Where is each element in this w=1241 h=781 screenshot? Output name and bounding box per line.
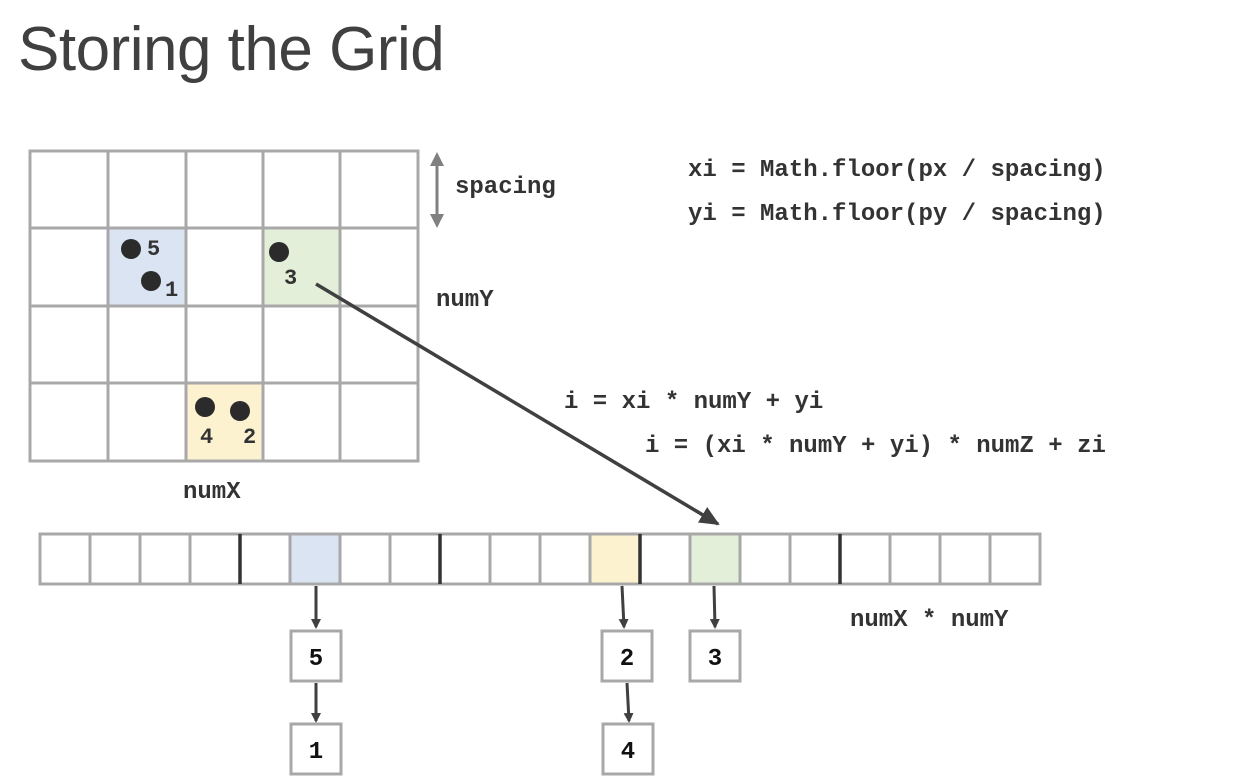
formula-yi: yi = Math.floor(py / spacing) <box>688 201 1106 228</box>
particle-dot <box>230 401 250 421</box>
particle-label-2: 2 <box>243 425 256 450</box>
particle-label-3: 3 <box>284 266 297 291</box>
particle-dot <box>141 271 161 291</box>
list-box-2: 2 <box>600 629 654 683</box>
mapping-arrow <box>315 282 720 526</box>
svg-text:3: 3 <box>708 646 722 673</box>
particle-label-1: 1 <box>165 278 178 303</box>
spacing-label: spacing <box>455 174 556 201</box>
numy-label: numY <box>436 287 494 314</box>
svg-text:4: 4 <box>621 739 635 766</box>
array-cell-yellow <box>590 534 640 584</box>
column-separators <box>238 534 842 584</box>
numx-label: numX <box>183 479 241 506</box>
cell-array <box>38 532 1042 586</box>
particle-label-5: 5 <box>147 237 160 262</box>
grid-cell-green <box>263 228 340 306</box>
list-box-4: 4 <box>601 722 655 776</box>
array-size-label: numX * numY <box>850 607 1009 634</box>
spacing-arrow <box>430 152 444 228</box>
particle-label-4: 4 <box>200 425 213 450</box>
spatial-grid <box>28 149 420 463</box>
formula-index-2d: i = xi * numY + yi <box>564 389 823 416</box>
particle-dot <box>195 397 215 417</box>
array-cell-blue <box>290 534 340 584</box>
list-box-3: 3 <box>688 629 742 683</box>
grid-cell-blue <box>108 228 186 306</box>
particle-dot <box>121 239 141 259</box>
svg-text:2: 2 <box>620 646 634 673</box>
formula-index-3d: i = (xi * numY + yi) * numZ + zi <box>645 433 1106 460</box>
svg-text:1: 1 <box>309 739 323 766</box>
particle-dot <box>269 242 289 262</box>
formula-xi: xi = Math.floor(px / spacing) <box>688 157 1106 184</box>
svg-text:5: 5 <box>309 646 323 673</box>
slide-title: Storing the Grid <box>18 15 445 84</box>
list-box-1: 1 <box>289 722 343 776</box>
grid-cell-yellow <box>186 383 263 461</box>
list-box-5: 5 <box>289 629 343 683</box>
list-arrows <box>311 585 720 723</box>
array-cell-green <box>690 534 740 584</box>
